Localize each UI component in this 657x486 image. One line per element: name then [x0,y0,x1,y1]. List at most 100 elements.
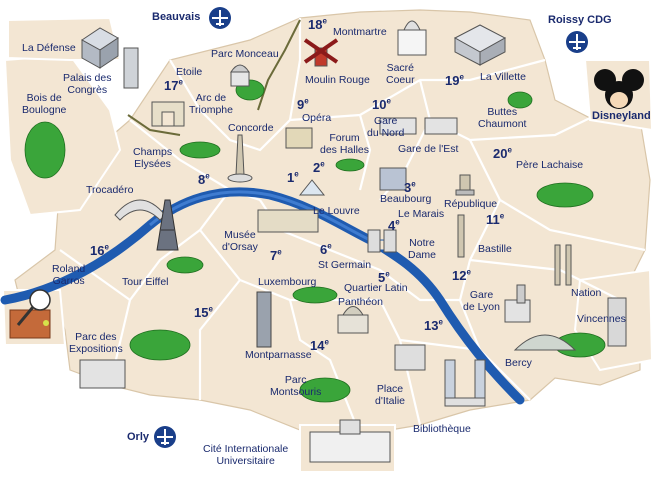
champ-de-mars-trees [166,256,204,274]
arrondissement-13-label: 13e [424,317,443,333]
beauvais-label: Beauvais [152,11,201,23]
montsouris-trees [299,377,351,403]
parc-monceau-rotunda-icon [230,64,250,87]
canal-st-martin [257,19,301,111]
la-defense-label: La Défense [22,42,76,54]
bois-de-boulogne-area [3,53,122,217]
nation-columns-icon [554,244,572,286]
sacre-coeur-icon [397,20,427,56]
arrondissement-3-label: 3e [404,179,416,195]
trocadero-label: Trocadéro [86,184,134,196]
arrondissement-18-label: 18e [308,16,327,32]
arrondissement-20-label: 20e [493,145,512,161]
montparnasse-tower-icon [256,291,272,348]
arrondissement-10-label: 10e [372,96,391,112]
vincennes-castle-icon [607,297,627,347]
le-marais-label: Le Marais [398,208,445,220]
arrondissement-11-label: 11e [486,211,505,227]
arrondissement-19-label: 19e [445,72,464,88]
pere-lachaise-label: Père Lachaise [516,159,584,171]
arrondissement-12-label: 12e [452,267,471,283]
tour-eiffel-label: Tour Eiffel [122,276,169,288]
la-villette-icon [453,24,507,66]
bibliotheque-label: Bibliothèque [413,423,471,435]
orly-label: Orly [127,431,150,443]
bercy-label: Bercy [505,357,532,369]
bois-boulogne-trees [24,121,66,179]
pantheon-label: Panthéon [338,296,383,308]
republique-label: République [444,198,498,210]
parc-monceau-label: Parc Monceau [211,48,279,60]
parc-expo-trees [129,329,191,361]
concorde-obelisk-icon [227,134,253,183]
louvre-pyramid-icon [298,179,326,196]
beaubourg-label: Beaubourg [380,193,432,205]
le-louvre-label: Le Louvre [313,205,360,217]
arrondissement-9-label: 9e [297,96,309,112]
moulin-rouge-icon [303,38,339,67]
buttes-chaumont-trees [507,91,533,109]
arrondissement-16-label: 16e [90,242,109,258]
la-defense-icon [81,27,119,69]
orly-airplane-icon [154,426,176,448]
bibliotheque-icon [444,359,486,407]
arrondissement-14-label: 14e [310,337,329,353]
pantheon-icon [337,306,369,334]
musee-d-orsay-icon [257,209,319,233]
canal-saint-denis [127,114,181,136]
luxembourg-trees [292,286,338,304]
gare-de-l-est-label: Gare de l'Est [398,143,459,155]
cite-universitaire-icon [309,419,391,463]
seine-inner [149,190,371,242]
gare-du-nord-icon [379,117,417,135]
champs-trees [179,141,221,159]
arrondissement-4-label: 4e [388,217,400,233]
bastille-column-icon [457,214,465,258]
luxembourg-label: Luxembourg [258,276,317,288]
vincennes-label: Vincennes [577,313,626,325]
montparnasse-label: Montparnasse [245,349,312,361]
gare-de-lyon-icon [504,284,531,323]
beaubourg-icon [379,167,407,191]
st-germain-label: St Germain [318,259,372,271]
beauvais-airplane-icon [209,7,231,29]
arrondissement-15-label: 15e [194,304,213,320]
arrondissement-17-label: 17e [164,77,183,93]
tour-eiffel-icon [156,199,179,251]
gare-de-l-est-icon [424,117,458,135]
bercy-icon [513,334,577,351]
quartier-latin-label: Quartier Latin [344,282,408,294]
bastille-label: Bastille [478,243,512,255]
pere-lachaise-trees [536,182,594,208]
roissy-label: Roissy CDG [548,14,612,26]
notre-dame-icon [367,229,397,253]
arrondissement-5-label: 5e [378,269,390,285]
arrondissement-1-label: 1e [287,169,299,185]
arrondissement-2-label: 2e [313,159,325,175]
arrondissement-8-label: 8e [198,171,210,187]
opera-label: Opéra [302,112,332,124]
arc-de-triomphe-icon [151,101,185,127]
place-d-italie-icon [394,344,426,371]
nation-label: Nation [571,287,602,299]
opera-icon [285,127,313,149]
mickey-mouse-icon [594,69,644,109]
montmartre-label: Montmartre [333,26,387,38]
